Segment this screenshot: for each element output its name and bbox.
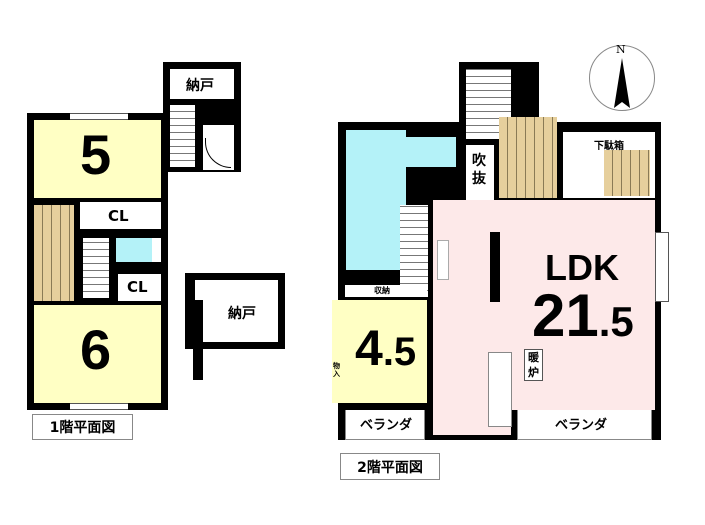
wall <box>193 300 203 380</box>
washroom <box>346 130 406 270</box>
ldk-size: 21.5 <box>532 286 634 351</box>
veranda-left-label: ベランダ <box>360 418 413 433</box>
closet-2-label: CL <box>127 278 148 296</box>
toilet-room <box>400 137 456 167</box>
room-size-decimal: .5 <box>382 330 417 374</box>
door <box>152 238 161 262</box>
storage-top-label: 納戸 <box>186 78 214 94</box>
closet-label: 物入 <box>333 362 340 378</box>
room-5 <box>34 120 161 198</box>
closet-1-label: CL <box>108 207 129 225</box>
room-6-label: 6 <box>80 318 112 381</box>
window <box>70 403 128 410</box>
void <box>466 145 494 200</box>
room-size: 4.5 <box>355 320 416 380</box>
toilet-room <box>116 238 152 262</box>
north-label: N <box>616 43 626 56</box>
closet-2 <box>118 274 161 301</box>
ldk-label: LDK <box>545 247 619 288</box>
ldk-size-decimal: .5 <box>598 298 634 345</box>
stairs <box>170 105 195 167</box>
ldk-size-int: 21 <box>532 282 599 349</box>
storage-annex-label: 納戸 <box>228 306 256 322</box>
floor1-title: 1階平面図 <box>32 414 133 440</box>
veranda-left <box>345 410 425 440</box>
compass <box>589 45 655 111</box>
bay-window <box>655 232 669 302</box>
veranda-right-label: ベランダ <box>555 418 608 433</box>
room-5-label: 5 <box>80 123 112 186</box>
veranda-right <box>517 410 652 440</box>
stairs <box>400 205 428 297</box>
kitchen-counter <box>488 352 512 427</box>
entrance-floor <box>499 117 557 198</box>
storage-label: 収納 <box>374 286 390 295</box>
floor2-title: 2階平面図 <box>340 453 440 480</box>
cabinet <box>437 240 449 280</box>
window <box>70 113 128 120</box>
north-arrow-icon <box>614 58 630 108</box>
pillar <box>490 232 500 302</box>
entrance-floor <box>604 150 650 196</box>
storage <box>345 285 427 297</box>
room-size-int: 4 <box>355 320 383 376</box>
void-label: 吹抜 <box>472 153 486 187</box>
ldk <box>433 200 655 410</box>
stair-wood <box>34 205 74 301</box>
stairs <box>83 238 109 298</box>
shelf-label: 棚 <box>196 344 203 351</box>
storage-top <box>170 69 234 99</box>
room-6 <box>34 305 161 403</box>
room-4-5 <box>332 300 427 403</box>
shoe-box-label: 下駄箱 <box>594 141 624 152</box>
storage-annex <box>195 280 278 342</box>
fireplace-label: 暖炉 <box>524 349 543 381</box>
closet-1 <box>80 202 161 229</box>
shelf-label: 棚 <box>186 294 193 301</box>
